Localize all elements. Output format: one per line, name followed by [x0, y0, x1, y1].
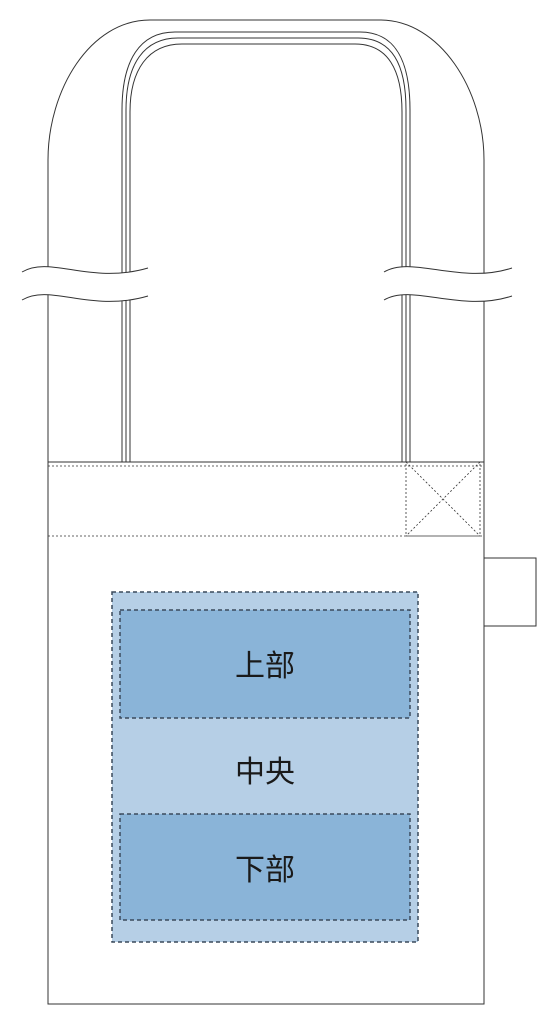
handle-inner-loop-1	[121, 31, 411, 462]
break-left-bottom	[21, 294, 149, 302]
side-tab	[483, 557, 537, 627]
handle-inner-loop-2	[125, 37, 407, 462]
bag-handles	[47, 19, 485, 462]
break-left-fill	[22, 266, 148, 302]
handle-outer-left	[47, 19, 485, 462]
break-right-top	[383, 266, 513, 274]
print-area: 上部 中央 下部	[111, 591, 419, 943]
handle-break-marks	[21, 266, 513, 302]
strap-reinforce-box	[405, 461, 481, 537]
print-area-middle-label: 中央	[235, 755, 295, 790]
handle-inner-loop-3	[129, 43, 403, 462]
break-right-fill	[384, 266, 512, 302]
strap-reinforce-x2	[405, 461, 481, 537]
break-right-bottom	[383, 294, 513, 302]
print-area-bottom-label: 下部	[235, 853, 295, 888]
break-left-top	[21, 266, 149, 274]
print-area-top-label: 上部	[235, 649, 295, 684]
print-area-top	[119, 609, 411, 719]
print-area-bottom	[119, 813, 411, 921]
